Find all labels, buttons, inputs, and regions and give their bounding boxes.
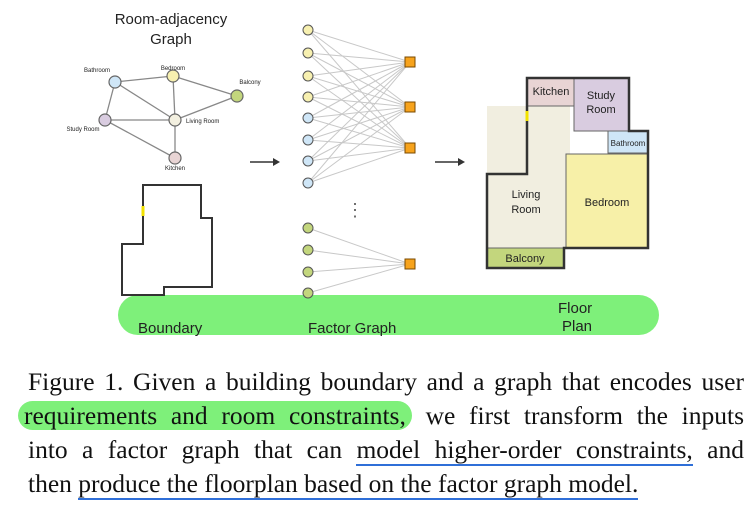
variable-node bbox=[302, 266, 314, 278]
adjacency-edge bbox=[172, 75, 238, 97]
band-label-boundary: Boundary bbox=[138, 320, 203, 337]
arrow-right-icon bbox=[250, 158, 280, 166]
room-label-balcony: Balcony bbox=[505, 253, 545, 265]
variable-node bbox=[302, 91, 314, 103]
factor-edge bbox=[307, 249, 411, 265]
factor-node bbox=[404, 101, 416, 113]
node-label-bathroom: Bathroom bbox=[84, 68, 110, 74]
figure-caption: Figure 1. Given a building boundary and … bbox=[18, 365, 744, 501]
caption-underline-2: produce the floorplan based on the facto… bbox=[78, 469, 639, 500]
caption-line-3-post: and bbox=[692, 435, 744, 464]
variable-node bbox=[302, 222, 314, 234]
adjacency-edge bbox=[172, 75, 176, 121]
adjacency-edge bbox=[114, 75, 174, 83]
node-bathroom bbox=[108, 75, 122, 89]
factor-edge bbox=[307, 139, 411, 149]
caption-highlight: requirements and room constraints, bbox=[18, 401, 412, 430]
caption-line-2-rest: we first transform the inputs bbox=[411, 401, 744, 430]
adjacency-edges bbox=[104, 75, 238, 159]
factor-edge bbox=[307, 61, 411, 77]
band-label-floor: Floor bbox=[558, 300, 592, 317]
node-label-bedroom: Bedroom bbox=[161, 66, 185, 72]
floorplan-boundary bbox=[485, 76, 650, 270]
factor-edge bbox=[307, 263, 411, 294]
factor-node bbox=[404, 56, 416, 68]
factor-edge bbox=[307, 96, 411, 108]
factor-edge bbox=[307, 106, 411, 141]
variable-node bbox=[302, 112, 314, 124]
band-label-plan: Plan bbox=[562, 318, 592, 335]
figure-illustration: Boundary Factor Graph Floor Plan Room-ad… bbox=[66, 11, 659, 337]
factor-edge bbox=[307, 147, 411, 162]
factor-edge bbox=[307, 147, 411, 184]
room-bedroom bbox=[565, 153, 649, 249]
factor-edge bbox=[307, 106, 411, 119]
variable-node bbox=[302, 287, 314, 299]
factor-edge bbox=[307, 61, 411, 184]
node-living bbox=[168, 113, 182, 127]
variable-node bbox=[302, 134, 314, 146]
factor-edge bbox=[307, 29, 411, 149]
band-label-factor-graph: Factor Graph bbox=[308, 320, 396, 337]
caption-underline-1: model higher-order constraints, bbox=[356, 435, 693, 466]
room-label-kitchen: Kitchen bbox=[533, 86, 570, 98]
room-label-bathroom: Bathroom bbox=[611, 139, 646, 148]
factor-edge bbox=[307, 263, 411, 273]
caption-line-2: requirements and room constraints, we fi… bbox=[18, 399, 744, 433]
caption-line-3: into a factor graph that can model highe… bbox=[28, 433, 744, 467]
node-kitchen bbox=[168, 151, 182, 165]
graph-title-line2: Graph bbox=[150, 31, 192, 48]
factor-edge bbox=[307, 106, 411, 162]
factor-edge bbox=[307, 227, 411, 265]
adjacency-edge bbox=[114, 81, 176, 121]
graph-title-line1: Room-adjacency bbox=[115, 11, 228, 28]
node-label-kitchen: Kitchen bbox=[165, 166, 185, 172]
label-band bbox=[118, 295, 659, 335]
node-label-study: Study Room bbox=[66, 127, 99, 133]
factor-edge bbox=[307, 61, 411, 162]
room-label-bedroom: Bedroom bbox=[585, 197, 630, 209]
factor-graph-factors bbox=[404, 56, 416, 270]
caption-line-4-pre: then bbox=[28, 469, 79, 498]
boundary-outline bbox=[121, 184, 213, 296]
variable-node bbox=[302, 70, 314, 82]
variable-node bbox=[302, 244, 314, 256]
factor-graph-edges bbox=[307, 29, 411, 294]
room-study bbox=[573, 77, 630, 132]
factor-edge bbox=[307, 117, 411, 149]
factor-edge bbox=[307, 106, 411, 184]
node-label-living: Living Room bbox=[186, 119, 219, 125]
variable-node bbox=[302, 47, 314, 59]
factor-edge bbox=[307, 61, 411, 119]
node-balcony bbox=[230, 89, 244, 103]
factor-edge bbox=[307, 29, 411, 63]
variable-node bbox=[302, 177, 314, 189]
caption-line-1: Figure 1. Given a building boundary and … bbox=[28, 367, 744, 396]
node-label-balcony: Balcony bbox=[239, 80, 260, 86]
variable-node bbox=[302, 24, 314, 36]
arrow-right-icon bbox=[435, 158, 465, 166]
adjacency-edge bbox=[174, 95, 238, 121]
factor-edge bbox=[307, 61, 411, 141]
adjacency-edge bbox=[104, 119, 176, 159]
factor-edge bbox=[307, 75, 411, 108]
factor-graph-variables bbox=[302, 24, 314, 299]
factor-node bbox=[404, 142, 416, 154]
factor-graph-ellipsis: ⋮ bbox=[346, 200, 364, 220]
factor-node bbox=[404, 258, 416, 270]
caption-line-3-pre: into a factor graph that can bbox=[28, 435, 357, 464]
node-bedroom bbox=[166, 69, 180, 83]
factor-edge bbox=[307, 52, 411, 63]
room-living-ext bbox=[530, 106, 570, 156]
variable-node bbox=[302, 155, 314, 167]
node-study bbox=[98, 113, 112, 127]
factor-edge bbox=[307, 61, 411, 98]
caption-line-4: then produce the floorplan based on the … bbox=[28, 467, 744, 501]
